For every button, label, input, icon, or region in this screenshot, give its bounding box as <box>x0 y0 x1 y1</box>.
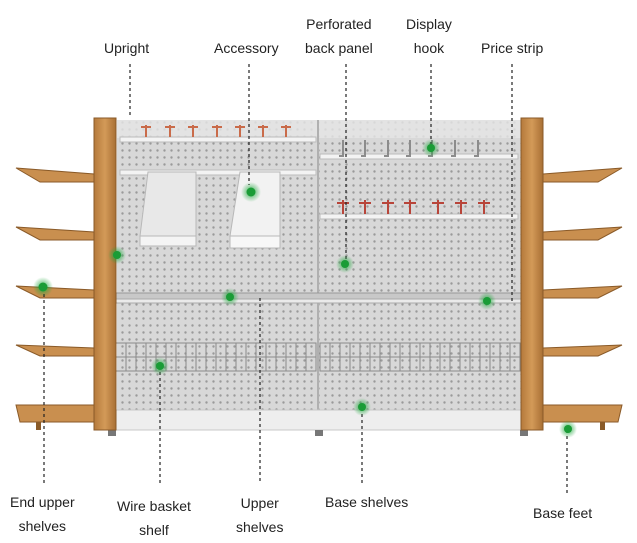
base-foot-right <box>520 430 528 436</box>
label-upright: Upright <box>104 36 149 60</box>
upright-right <box>521 118 543 430</box>
label-base-shelves: Base shelves <box>325 490 408 514</box>
marker-base-feet <box>559 420 577 438</box>
base-foot-center <box>315 430 323 436</box>
marker-upper-shelves <box>221 288 239 306</box>
base-foot-wood-right <box>600 422 605 430</box>
marker-base-shelves <box>353 398 371 416</box>
marker-wire-basket <box>151 357 169 375</box>
upright-left <box>94 118 116 430</box>
price-strip <box>112 299 524 303</box>
label-price-strip: Price strip <box>481 36 543 60</box>
base-foot-wood-left <box>36 422 41 430</box>
base-foot-left <box>108 430 116 436</box>
label-display-hook: Display hook <box>406 12 452 60</box>
marker-upright <box>108 246 126 264</box>
end-shelves-left <box>16 168 94 422</box>
marker-end-upper-shelves <box>33 277 53 297</box>
hook-bar-left <box>120 137 316 142</box>
accessory-holder-1 <box>140 172 196 236</box>
marker-accessory <box>241 182 261 202</box>
label-perforated-back-panel: Perforated back panel <box>305 12 373 60</box>
label-base-feet: Base feet <box>533 501 592 525</box>
hook-bar-right-2 <box>320 214 518 219</box>
end-shelves-right <box>543 168 622 422</box>
label-wire-basket-shelf: Wire basket shelf <box>117 494 191 542</box>
marker-display-hook <box>422 139 440 157</box>
label-accessory: Accessory <box>214 36 279 60</box>
marker-perforated-panel <box>336 255 354 273</box>
label-upper-shelves: Upper shelves <box>236 491 283 539</box>
base-plate <box>112 410 524 430</box>
accessory-holder-1-lip <box>140 236 196 246</box>
accessory-holder-2-lip <box>230 236 280 248</box>
label-end-upper-shelves: End upper shelves <box>10 490 75 538</box>
marker-price-strip <box>478 292 496 310</box>
display-hook-bar <box>320 154 518 159</box>
